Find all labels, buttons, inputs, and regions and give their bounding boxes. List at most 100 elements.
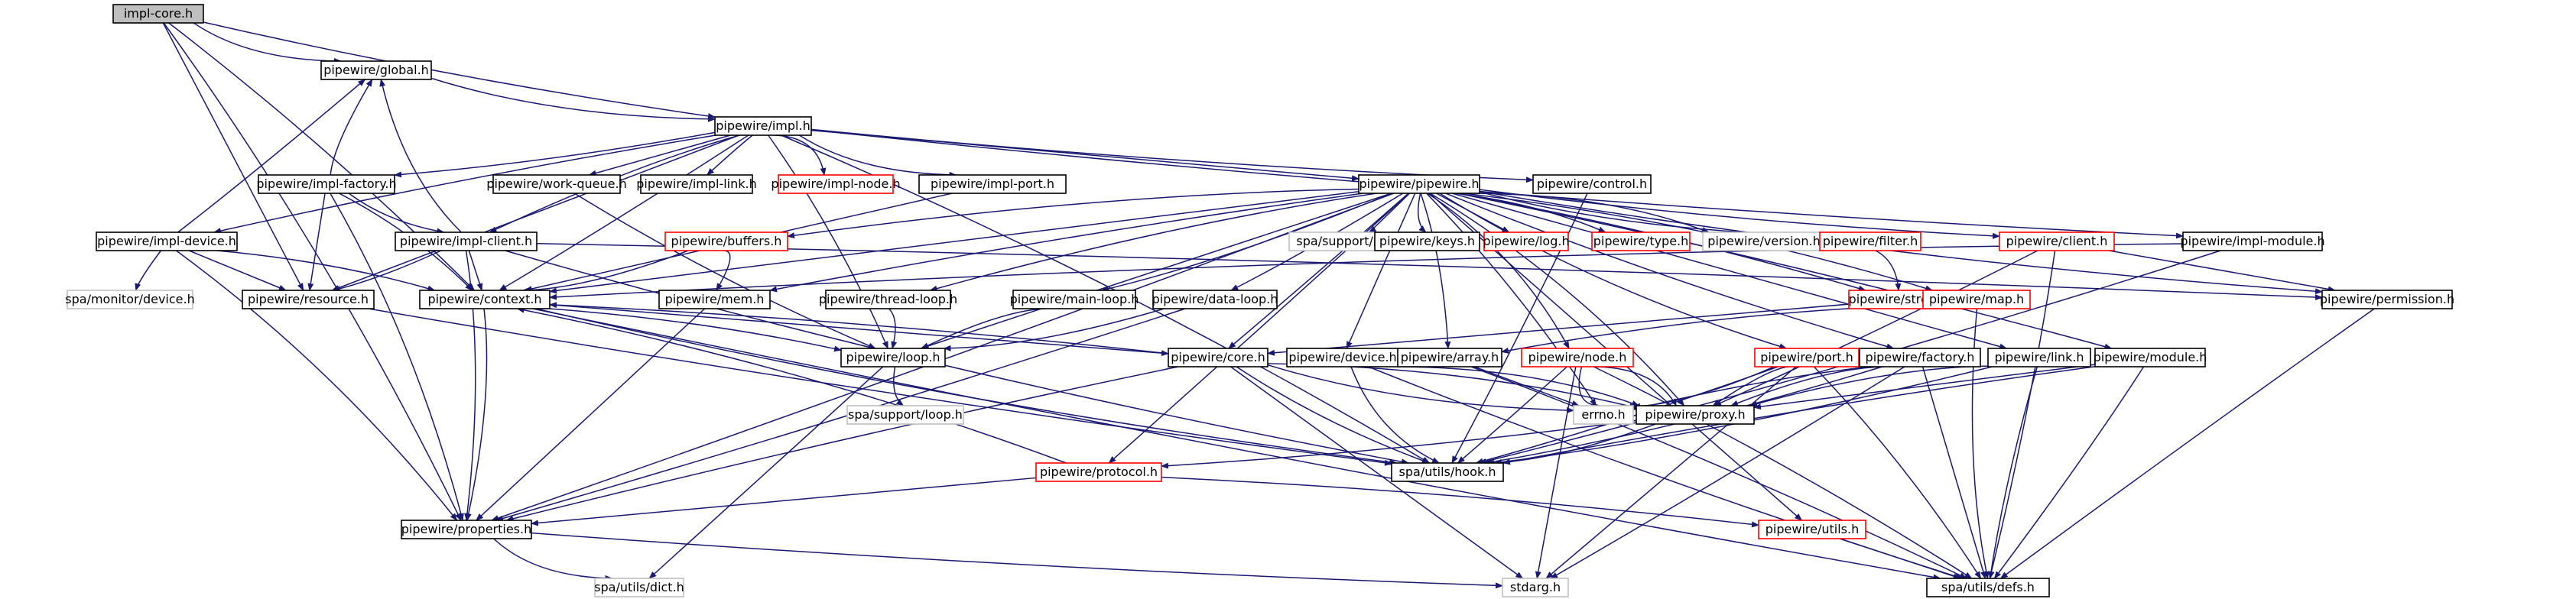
edge-context-to-loop: [549, 308, 842, 352]
node-label: pipewire/pipewire.h: [1359, 176, 1479, 191]
node-defs[interactable]: spa/utils/defs.h: [1926, 578, 2050, 597]
node-context[interactable]: pipewire/context.h: [419, 290, 551, 309]
node-box: [67, 290, 193, 309]
edge-protocol-to-context: [516, 306, 1067, 464]
node-loop[interactable]: pipewire/loop.h: [840, 348, 946, 367]
node-properties[interactable]: pipewire/properties.h: [401, 520, 532, 539]
node-global[interactable]: pipewire/global.h: [320, 60, 432, 80]
node-box: [1573, 405, 1634, 425]
edge-array-to-errno: [1473, 366, 1580, 406]
node-mem[interactable]: pipewire/mem.h: [658, 290, 771, 309]
edge-impl_client-to-hook: [505, 250, 1409, 465]
node-proxy[interactable]: pipewire/proxy.h: [1636, 405, 1755, 425]
edge-module-to-hook: [1502, 366, 2096, 465]
node-impl-factory[interactable]: pipewire/impl-factory.h: [256, 174, 397, 194]
node-client[interactable]: pipewire/client.h: [1999, 232, 2115, 251]
node-filter[interactable]: pipewire/filter.h: [1819, 232, 1921, 251]
edge-factory-to-errno: [1632, 366, 1869, 411]
edge-impl_device-to-monitor_device: [135, 250, 162, 291]
node-permission[interactable]: pipewire/permission.h: [2320, 290, 2454, 309]
node-core[interactable]: pipewire/core.h: [1168, 348, 1269, 367]
node-control[interactable]: pipewire/control.h: [1532, 174, 1652, 194]
node-pipewire[interactable]: pipewire/pipewire.h: [1358, 174, 1480, 194]
node-box: [2182, 232, 2323, 251]
node-box: [825, 290, 951, 309]
node-label: pipewire/proxy.h: [1645, 407, 1745, 422]
node-keys[interactable]: pipewire/keys.h: [1374, 232, 1480, 251]
node-box: [2321, 290, 2453, 309]
node-label: pipewire/impl-node.h: [771, 176, 900, 191]
edge-proxy-to-protocol: [1161, 419, 1637, 469]
edge-pipewire-to-thread_loop: [929, 193, 1377, 292]
node-protocol[interactable]: pipewire/protocol.h: [1035, 462, 1162, 482]
node-box: [1374, 232, 1480, 251]
edge-impl_core-to-resource: [162, 22, 304, 291]
edge-pipewire-to-device: [1346, 193, 1416, 349]
edge-impl_client-to-context: [468, 250, 483, 291]
node-stdarg: stdarg.h: [1502, 578, 1569, 597]
edge-work_queue-to-loop: [573, 193, 876, 349]
node-box: [112, 4, 204, 24]
node-buffers[interactable]: pipewire/buffers.h: [664, 232, 788, 251]
node-label: pipewire/impl-module.h: [2180, 234, 2324, 248]
node-label: pipewire/array.h: [1401, 350, 1499, 364]
node-label: pipewire/version.h: [1707, 234, 1820, 248]
edge-buffers-to-mem: [716, 250, 731, 291]
edge-impl-to-loop: [768, 134, 888, 349]
node-main-loop[interactable]: pipewire/main-loop.h: [1010, 290, 1139, 309]
node-data-loop[interactable]: pipewire/data-loop.h: [1152, 290, 1278, 309]
node-label: pipewire/map.h: [1929, 292, 2024, 306]
edge-pipewire-to-errno: [1426, 193, 1597, 406]
node-thread-loop[interactable]: pipewire/thread-loop.h: [819, 290, 957, 309]
node-box: [778, 174, 894, 194]
node-log[interactable]: pipewire/log.h: [1483, 232, 1570, 251]
edge-node-to-hook: [1457, 366, 1567, 464]
edge-core-to-context: [549, 302, 1169, 355]
node-label: pipewire/permission.h: [2320, 292, 2454, 306]
node-box: [1636, 405, 1755, 425]
node-box: [492, 174, 621, 194]
edge-impl_module-to-context: [549, 243, 2184, 300]
node-impl-link[interactable]: pipewire/impl-link.h: [636, 174, 757, 194]
node-label: pipewire/link.h: [1994, 350, 2084, 364]
node-type[interactable]: pipewire/type.h: [1591, 232, 1691, 251]
node-box: [1926, 578, 2050, 597]
edge-impl-to-resource: [331, 134, 739, 291]
node-box: [1035, 462, 1162, 482]
node-factory[interactable]: pipewire/factory.h: [1859, 348, 1981, 367]
node-map[interactable]: pipewire/map.h: [1922, 290, 2031, 309]
edge-factory-to-proxy: [1730, 366, 1884, 406]
node-box: [320, 60, 432, 80]
node-hook[interactable]: spa/utils/hook.h: [1391, 462, 1504, 482]
node-label: pipewire/data-loop.h: [1152, 292, 1278, 306]
edge-client-to-permission: [2109, 250, 2336, 293]
edge-pipewire-to-link: [1451, 193, 2008, 350]
node-impl-node[interactable]: pipewire/impl-node.h: [771, 174, 901, 194]
edge-device-to-hook: [1350, 366, 1440, 464]
edge-pipewire-to-factory: [1445, 193, 1895, 350]
node-impl-module[interactable]: pipewire/impl-module.h: [2180, 232, 2325, 251]
node-array[interactable]: pipewire/array.h: [1397, 348, 1502, 367]
node-link[interactable]: pipewire/link.h: [1987, 348, 2091, 367]
edge-array-to-defs: [1470, 366, 1967, 579]
node-impl-client[interactable]: pipewire/impl-client.h: [395, 232, 538, 251]
node-node[interactable]: pipewire/node.h: [1521, 348, 1634, 367]
edge-resource-to-hook: [368, 308, 1392, 466]
node-box: [395, 232, 538, 251]
node-device[interactable]: pipewire/device.h: [1286, 348, 1399, 367]
node-work-queue[interactable]: pipewire/work-queue.h: [486, 174, 627, 194]
node-impl-port[interactable]: pipewire/impl-port.h: [918, 174, 1067, 194]
node-resource[interactable]: pipewire/resource.h: [242, 290, 375, 309]
node-box: [1012, 290, 1136, 309]
node-label: pipewire/factory.h: [1866, 350, 1975, 364]
node-impl-device[interactable]: pipewire/impl-device.h: [96, 232, 238, 251]
node-utils[interactable]: pipewire/utils.h: [1758, 520, 1866, 539]
node-impl[interactable]: pipewire/impl.h: [714, 116, 812, 136]
edge-core-to-stdarg: [1230, 366, 1524, 579]
edge-pipewire-to-array: [1420, 193, 1451, 349]
node-box: [1532, 174, 1652, 194]
node-module[interactable]: pipewire/module.h: [2094, 348, 2207, 367]
edge-impl_client-to-permission: [536, 243, 2323, 301]
node-box: [1358, 174, 1480, 194]
node-port[interactable]: pipewire/port.h: [1754, 348, 1860, 367]
